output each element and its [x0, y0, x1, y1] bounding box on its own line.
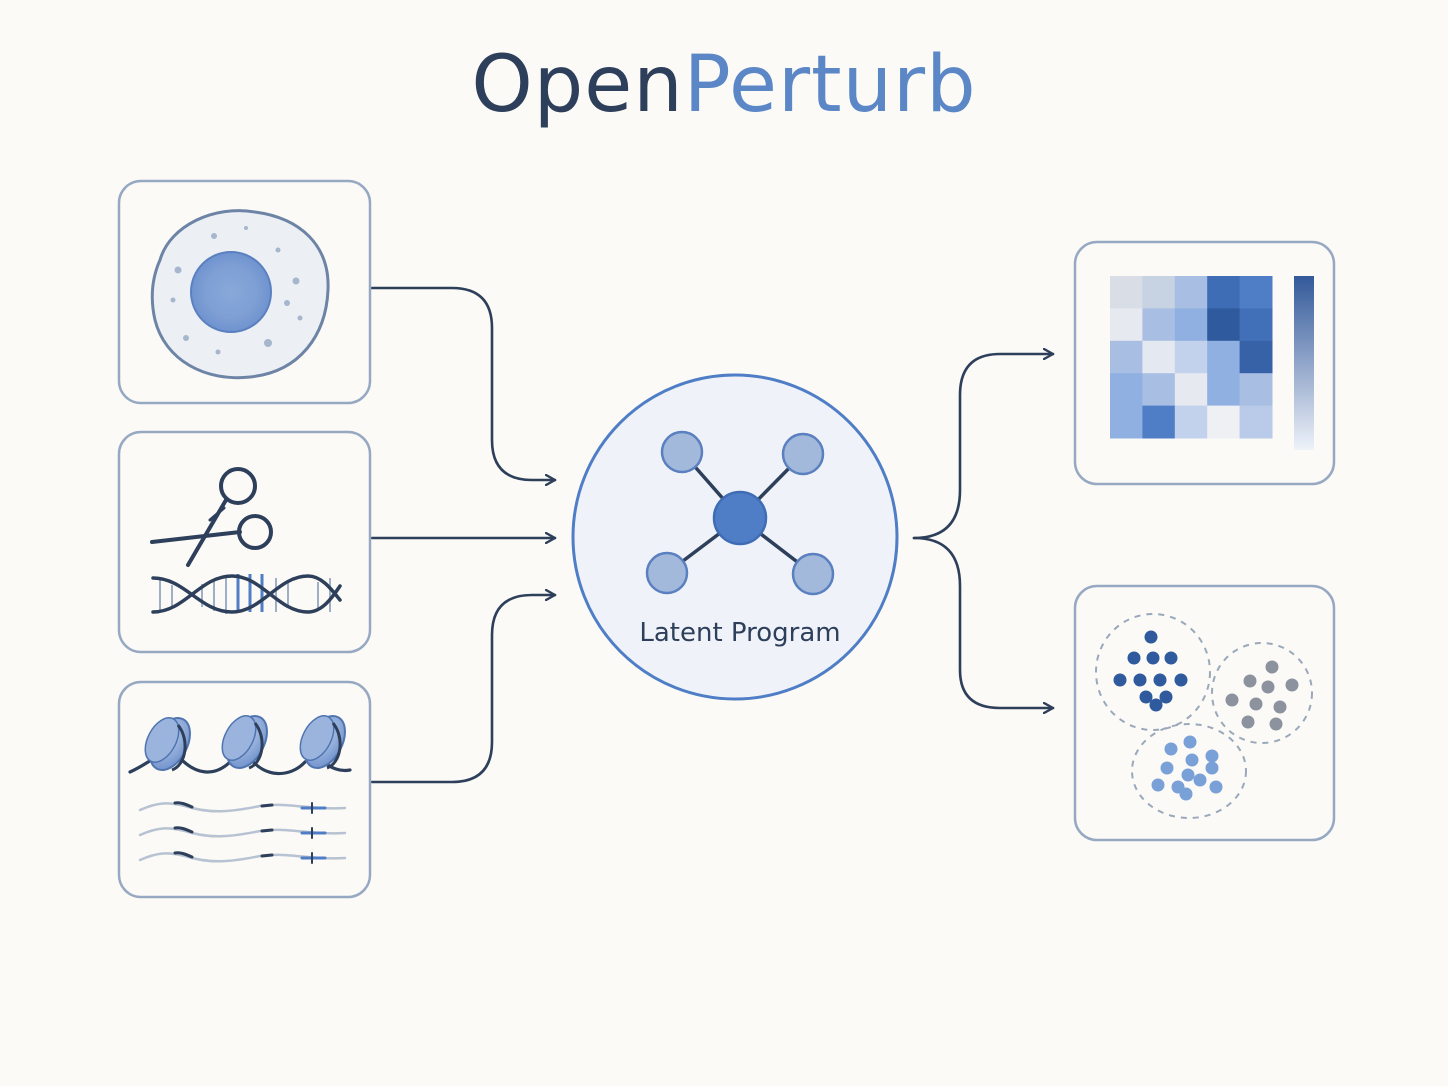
- heatmap-cell: [1142, 308, 1176, 342]
- cluster-point: [1153, 673, 1167, 687]
- latent-program-node: Latent Program: [571, 373, 899, 701]
- cluster-point: [1144, 630, 1158, 644]
- cluster-point: [1261, 680, 1275, 694]
- title-part-open: Open: [471, 40, 684, 130]
- heatmap-cell: [1207, 340, 1241, 374]
- heatmap-cell: [1239, 373, 1273, 407]
- heatmap-cell: [1239, 276, 1273, 309]
- cluster-point: [1174, 673, 1188, 687]
- cluster-point: [1113, 673, 1127, 687]
- network-icon: [645, 430, 835, 596]
- heatmap-cell: [1110, 340, 1143, 374]
- dna-icon: [151, 574, 342, 614]
- heatmap-cell: [1207, 405, 1241, 439]
- heatmap-cell: [1142, 276, 1176, 309]
- cluster-points: [1113, 630, 1299, 801]
- cluster-boundary-dark: [1095, 613, 1211, 731]
- scissors-icon: [150, 467, 273, 567]
- cluster-point: [1193, 773, 1207, 787]
- cluster-point: [1249, 697, 1263, 711]
- cluster-point: [1133, 673, 1147, 687]
- connector-chromatin-to-latent: [370, 595, 557, 784]
- heatmap-cell: [1174, 276, 1208, 309]
- cluster-point: [1205, 749, 1219, 763]
- heatmap-cell: [1110, 405, 1143, 439]
- input-panel-chromatin: [117, 680, 372, 899]
- cluster-point: [1265, 660, 1279, 674]
- clusters-icon: [1095, 613, 1313, 819]
- input-panel-cell: [117, 179, 372, 405]
- input-panel-crispr: [117, 430, 372, 654]
- cluster-boundary-gray: [1211, 642, 1313, 744]
- cluster-point: [1149, 698, 1163, 712]
- cluster-point: [1160, 761, 1174, 775]
- heatmap-color-scale: [1294, 276, 1314, 450]
- heatmap-cell: [1207, 373, 1241, 407]
- cluster-point: [1185, 753, 1199, 767]
- heatmap-cell: [1174, 340, 1208, 374]
- heatmap-cell: [1239, 340, 1273, 374]
- page-title: OpenPerturb: [0, 40, 1448, 130]
- heatmap-cell: [1239, 308, 1273, 342]
- cluster-point: [1139, 690, 1153, 704]
- cluster-point: [1209, 780, 1223, 794]
- transcripts-icon: [138, 801, 347, 864]
- cluster-boundary-light: [1131, 723, 1247, 819]
- chromatin-icon: [128, 715, 352, 776]
- nucleosome-2: [221, 715, 268, 770]
- input-connectors: [370, 286, 557, 784]
- cluster-point: [1225, 693, 1239, 707]
- title-part-perturb: Perturb: [683, 40, 977, 130]
- connector-latent-to-heatmap: [912, 354, 1055, 540]
- cluster-point: [1164, 742, 1178, 756]
- connector-cell-to-latent: [370, 286, 557, 480]
- cluster-point: [1179, 787, 1193, 801]
- output-connectors: [912, 354, 1055, 708]
- heatmap-cell: [1174, 405, 1208, 439]
- cluster-point: [1273, 700, 1287, 714]
- heatmap-cell: [1239, 405, 1273, 439]
- cluster-point: [1243, 674, 1257, 688]
- latent-program-label: Latent Program: [639, 618, 840, 648]
- cluster-point: [1151, 778, 1165, 792]
- cluster-point: [1285, 678, 1299, 692]
- cluster-point: [1269, 717, 1283, 731]
- heatmap-cell: [1207, 308, 1241, 342]
- cluster-point: [1164, 651, 1178, 665]
- cluster-point: [1241, 715, 1255, 729]
- heatmap-cell: [1142, 373, 1176, 407]
- heatmap-cell: [1142, 340, 1176, 374]
- cell-icon: [150, 209, 330, 380]
- heatmap-icon: [1110, 276, 1273, 439]
- cluster-point: [1146, 651, 1160, 665]
- heatmap-cell: [1110, 373, 1143, 407]
- nucleosome-1: [144, 717, 191, 772]
- heatmap-cell: [1174, 308, 1208, 342]
- connector-latent-to-clusters: [912, 536, 1055, 708]
- cluster-point: [1181, 768, 1195, 782]
- cluster-point: [1127, 651, 1141, 665]
- heatmap-cell: [1207, 276, 1241, 309]
- heatmap-cell: [1174, 373, 1208, 407]
- heatmap-cell: [1110, 276, 1143, 309]
- heatmap-cell: [1142, 405, 1176, 439]
- heatmap-cell: [1110, 308, 1143, 342]
- cluster-point: [1159, 690, 1173, 704]
- cluster-point: [1183, 735, 1197, 749]
- output-panel-heatmap: [1073, 240, 1336, 486]
- cluster-point: [1205, 761, 1219, 775]
- output-panel-clusters: [1073, 584, 1336, 842]
- nucleosome-3: [299, 715, 346, 770]
